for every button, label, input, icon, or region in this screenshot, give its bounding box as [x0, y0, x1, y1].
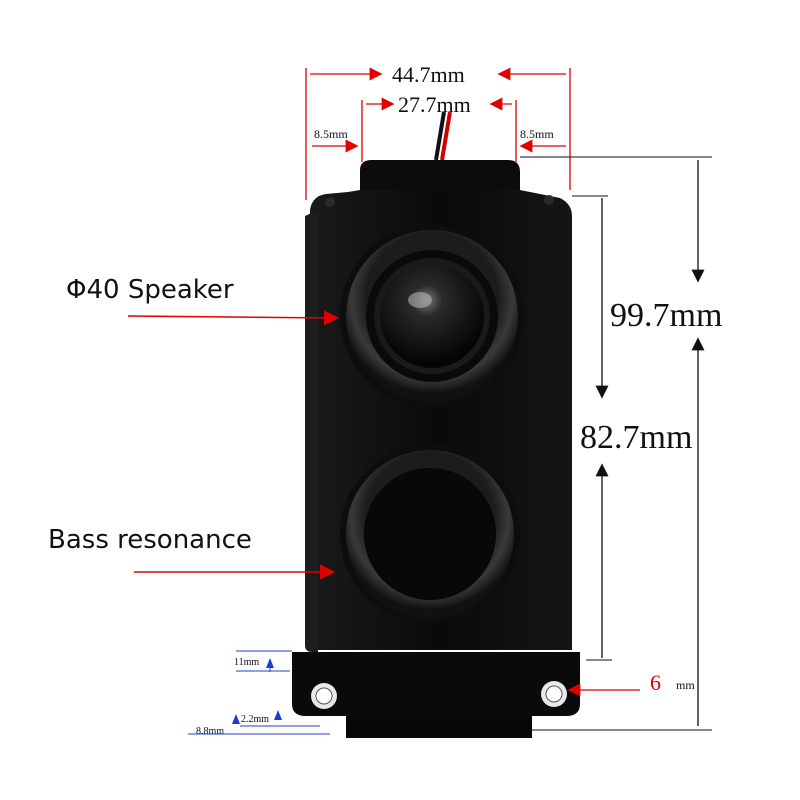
dim-right [520, 156, 712, 731]
wires [434, 111, 452, 161]
hole-offset-label: 6 [650, 670, 661, 695]
hole-offset-unit: mm [676, 678, 695, 692]
margin-left-label: 8.5mm [314, 127, 348, 141]
tab-height-label: 11mm [234, 657, 259, 668]
height-inner-label: 82.7mm [580, 419, 692, 456]
tab-small-label: 2.2mm [241, 714, 269, 725]
dim-top [305, 67, 571, 200]
margin-right-label: 8.5mm [520, 127, 554, 141]
speaker-driver [340, 224, 524, 408]
base-height-label: 8.8mm [196, 726, 224, 737]
bass-label: Bass resonance [48, 525, 252, 555]
height-total-label: 99.7mm [610, 297, 722, 334]
dim-bottom-left [188, 650, 330, 735]
bass-radiator [340, 444, 520, 624]
width-inner-label: 27.7mm [398, 92, 471, 117]
width-total-label: 44.7mm [392, 62, 465, 87]
speaker-pointer [127, 310, 339, 326]
speaker-label: Φ40 Speaker [66, 275, 234, 305]
